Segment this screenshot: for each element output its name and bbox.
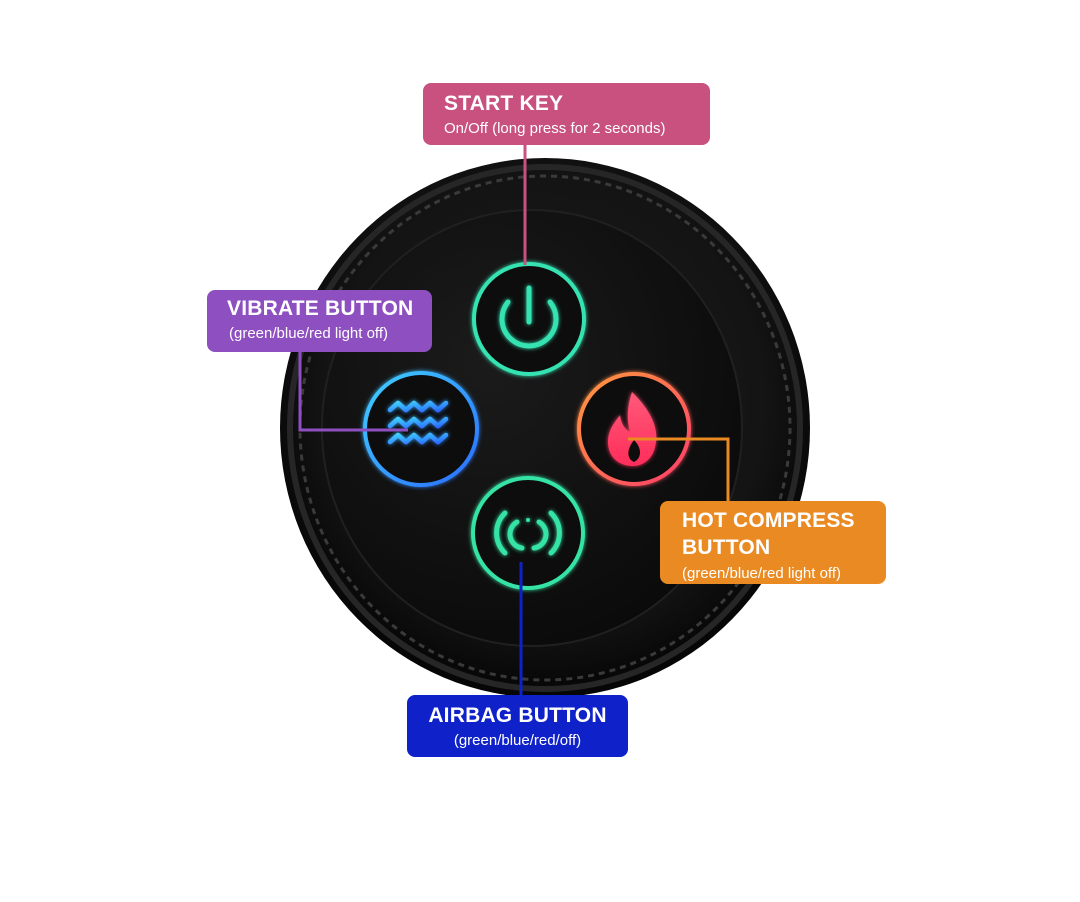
vibrate-title: VIBRATE BUTTON <box>227 297 414 320</box>
hot-compress-title-line2: BUTTON <box>682 535 771 559</box>
airbag-subtitle: (green/blue/red/off) <box>453 732 582 750</box>
start-key-subtitle: On/Off (long press for 2 seconds) <box>444 120 666 138</box>
hot-compress-title-line1: HOT COMPRESS <box>682 509 855 532</box>
flame-icon <box>608 392 657 466</box>
start-key-title: START KEY <box>444 92 564 115</box>
stitched-rim <box>298 174 792 682</box>
power-icon <box>499 285 559 349</box>
hot-compress-subtitle: (green/blue/red light off) <box>682 564 841 582</box>
vibrate-callout: VIBRATE BUTTON (green/blue/red light off… <box>207 290 432 352</box>
vibrate-subtitle: (green/blue/red light off) <box>229 325 388 343</box>
vibrate-leader <box>298 352 408 432</box>
waves-icon <box>387 400 449 445</box>
airbag-title: AIRBAG BUTTON <box>428 704 607 727</box>
airbag-button[interactable] <box>471 476 585 590</box>
rim-edge <box>287 164 803 692</box>
hot-compress-callout: HOT COMPRESS BUTTON (green/blue/red ligh… <box>660 501 886 584</box>
start-key-button[interactable] <box>472 262 586 376</box>
hot-compress-button[interactable] <box>577 372 691 486</box>
hot-compress-leader <box>628 437 730 501</box>
airbag-callout: AIRBAG BUTTON (green/blue/red/off) <box>407 695 628 757</box>
airbag-icon <box>494 510 562 556</box>
start-key-callout: START KEY On/Off (long press for 2 secon… <box>423 83 710 145</box>
